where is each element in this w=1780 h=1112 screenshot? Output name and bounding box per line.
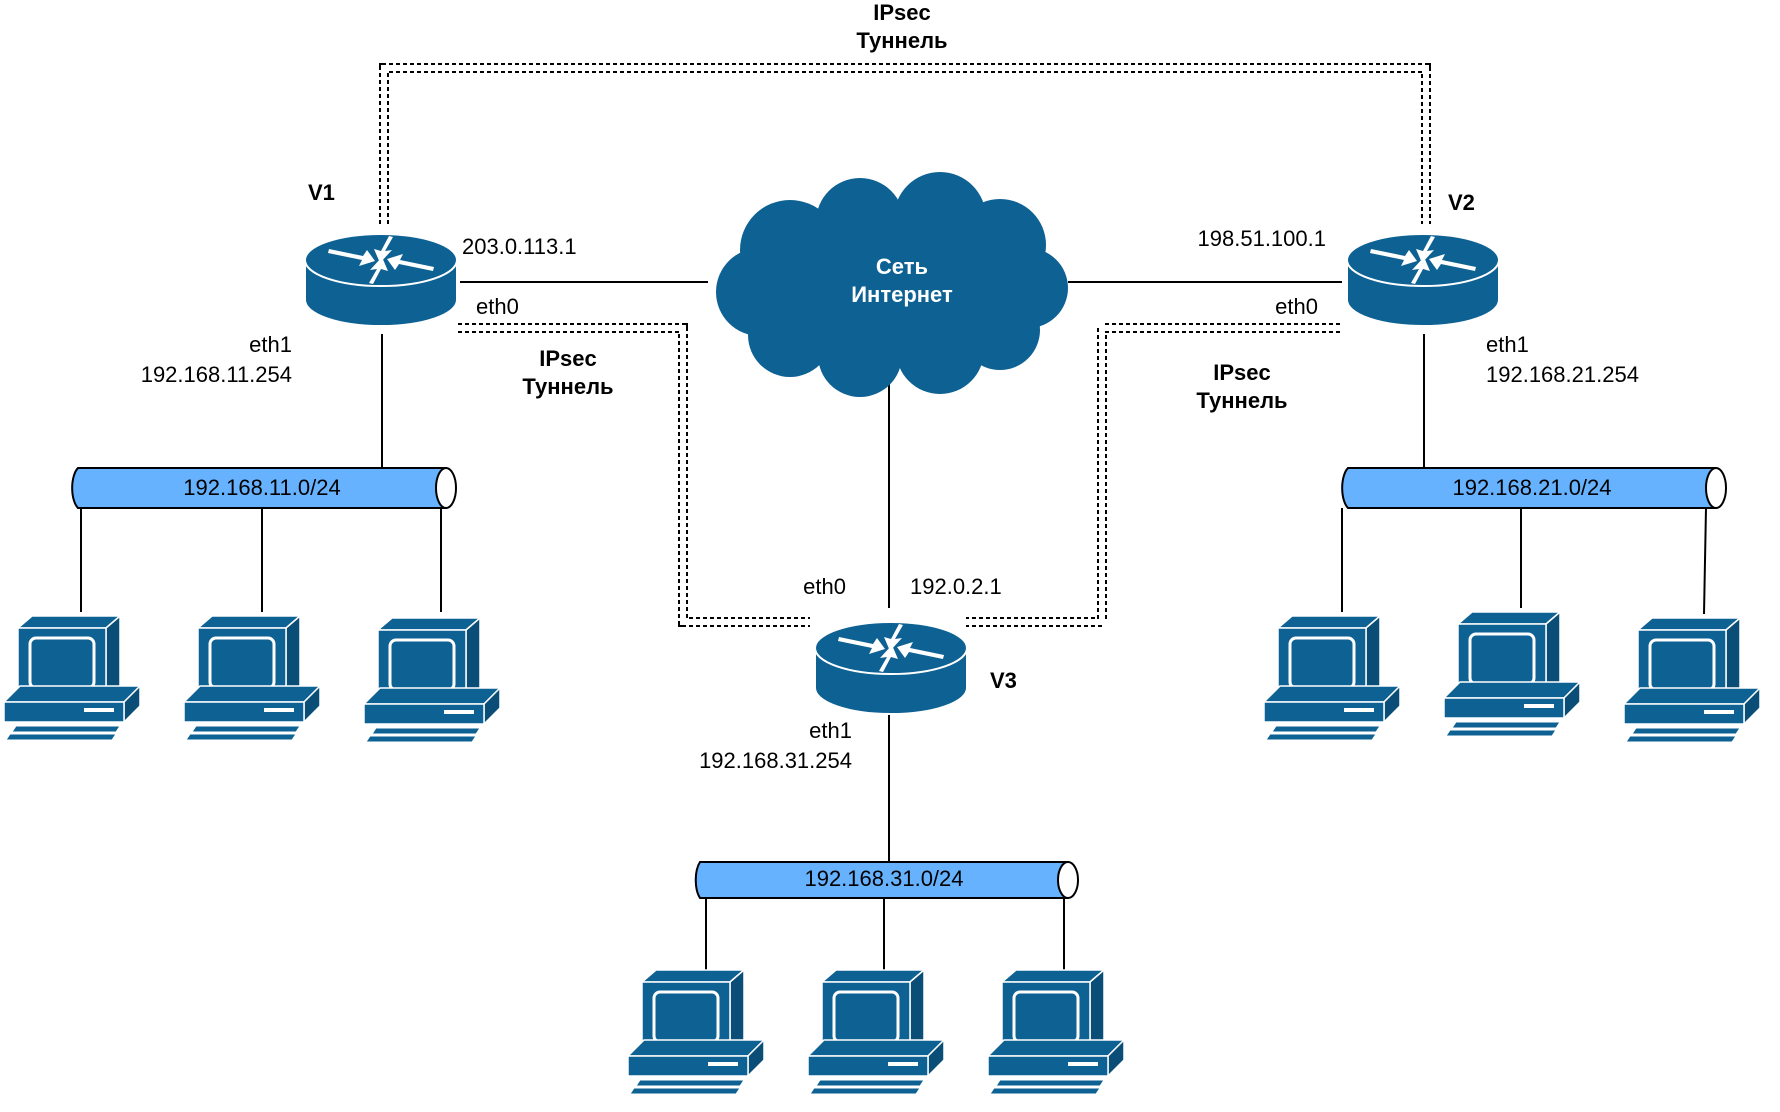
- router-v2[interactable]: [1346, 233, 1500, 327]
- tunnel-top: [379, 63, 1431, 224]
- v3-public-ip: 192.0.2.1: [910, 574, 1002, 599]
- lan3-workstations: [626, 968, 1126, 1096]
- wires: [80, 281, 1707, 970]
- lan3-subnet: 192.168.31.0/24: [804, 866, 963, 891]
- workstation-icon[interactable]: [986, 968, 1126, 1096]
- lan2-subnet: 192.168.21.0/24: [1452, 475, 1611, 500]
- lan1-bus: 192.168.11.0/24: [71, 467, 457, 509]
- router-icon: [304, 233, 458, 327]
- workstation-icon[interactable]: [1622, 616, 1762, 744]
- v1-name: V1: [308, 180, 335, 205]
- router-icon: [814, 621, 968, 715]
- workstation-icon[interactable]: [182, 614, 322, 742]
- tunnel-v1-v3-label-line2: Туннель: [522, 374, 613, 399]
- internet-cloud: Сеть Интернет: [716, 172, 1068, 397]
- router-v1[interactable]: [304, 233, 458, 327]
- tunnel-v2-v3-label-line1: IPsec: [1213, 360, 1271, 385]
- v2-public-ip: 198.51.100.1: [1198, 226, 1326, 251]
- tunnel-top-label-line1: IPsec: [873, 0, 931, 25]
- v1-eth1-label: eth1: [249, 332, 292, 357]
- router-v3[interactable]: [814, 621, 968, 715]
- v2-eth0-label: eth0: [1275, 294, 1318, 319]
- tunnel-v2-v3: [966, 323, 1340, 627]
- workstation-icon[interactable]: [1442, 610, 1582, 738]
- tunnel-top-label-line2: Туннель: [856, 28, 947, 53]
- workstation-icon[interactable]: [2, 614, 142, 742]
- v3-eth0-label: eth0: [803, 574, 846, 599]
- v2-lan-ip: 192.168.21.254: [1486, 362, 1639, 387]
- router-icon: [1346, 233, 1500, 327]
- v1-public-ip: 203.0.113.1: [462, 234, 577, 259]
- v3-lan-ip: 192.168.31.254: [699, 748, 852, 773]
- workstation-icon[interactable]: [1262, 614, 1402, 742]
- tunnel-v2-v3-label-line2: Туннель: [1196, 388, 1287, 413]
- v1-lan-ip: 192.168.11.254: [141, 362, 292, 387]
- cloud-label-line2: Интернет: [851, 282, 953, 307]
- cloud-label-line1: Сеть: [876, 254, 928, 279]
- lan1-subnet: 192.168.11.0/24: [183, 475, 340, 500]
- lan2-bus: 192.168.21.0/24: [1341, 467, 1727, 509]
- v3-eth1-label: eth1: [809, 718, 852, 743]
- workstation-icon[interactable]: [626, 968, 766, 1096]
- workstation-icon[interactable]: [806, 968, 946, 1096]
- lan1-workstations: [2, 614, 502, 744]
- tunnel-v1-v3: [458, 323, 810, 627]
- v2-name: V2: [1448, 190, 1475, 215]
- v2-eth1-label: eth1: [1486, 332, 1529, 357]
- v1-eth0-label: eth0: [476, 294, 519, 319]
- lan3-bus: 192.168.31.0/24: [694, 861, 1079, 899]
- cloud-icon: [716, 172, 1068, 397]
- workstation-icon[interactable]: [362, 616, 502, 744]
- lan2-workstations: [1262, 610, 1762, 744]
- v3-name: V3: [990, 668, 1017, 693]
- tunnel-v1-v3-label-line1: IPsec: [539, 346, 597, 371]
